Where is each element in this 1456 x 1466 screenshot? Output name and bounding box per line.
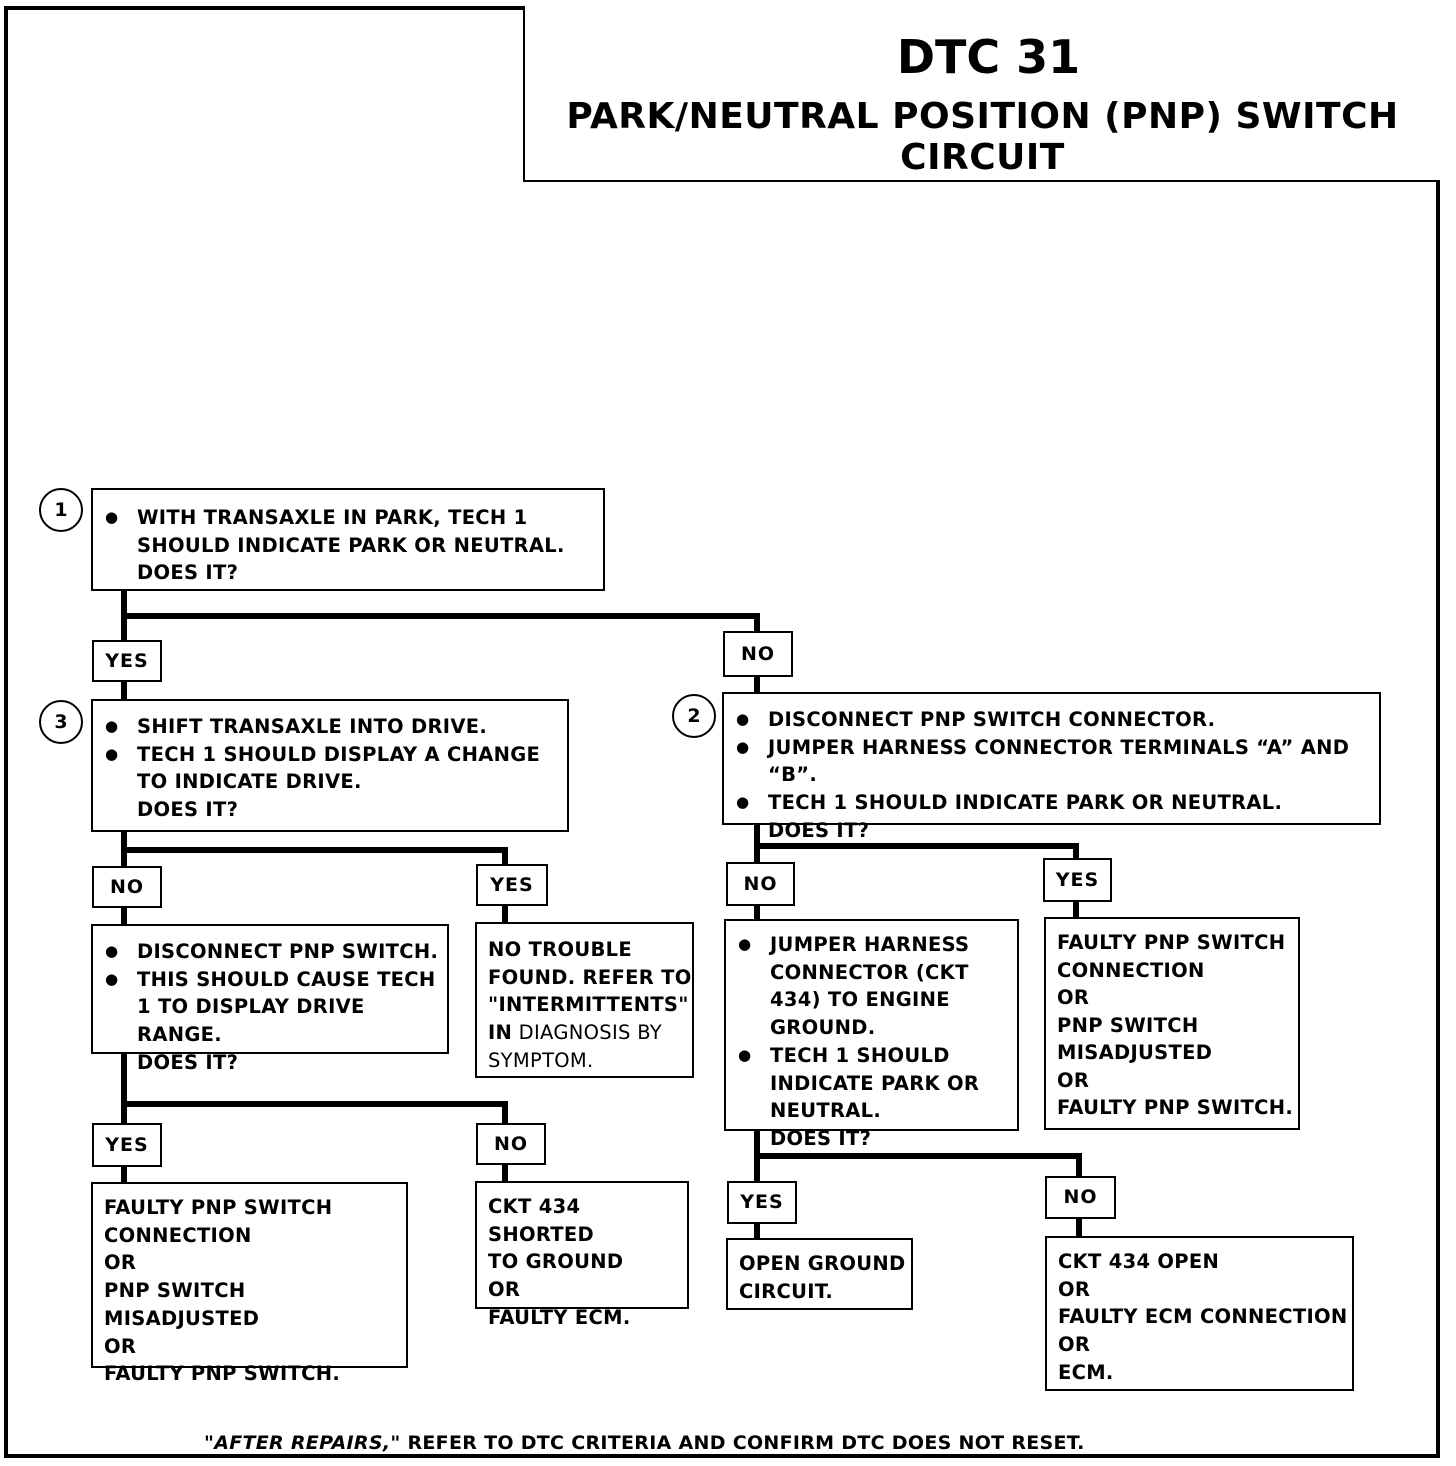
step-3-no-bullet-2: THIS SHOULD CAUSE TECH 1 TO DISPLAY DRIV… bbox=[93, 966, 447, 1049]
title-box: DTC 31 PARK/NEUTRAL POSITION (PNP) SWITC… bbox=[523, 6, 1440, 182]
step-3-box: SHIFT TRANSAXLE INTO DRIVE. TECH 1 SHOUL… bbox=[91, 699, 569, 832]
no-trouble-line-3: "INTERMITTENTS" bbox=[488, 993, 689, 1017]
step-2-no-question: DOES IT? bbox=[770, 1126, 872, 1150]
step-2-box: DISCONNECT PNP SWITCH CONNECTOR. JUMPER … bbox=[722, 692, 1381, 842]
label-step3-no: NO bbox=[92, 866, 162, 908]
label-step1-no: NO bbox=[723, 631, 793, 677]
result-line: OR bbox=[1058, 1333, 1091, 1357]
result-no-trouble: NO TROUBLE FOUND. REFER TO "INTERMITTENT… bbox=[475, 922, 694, 1078]
connector-step3 bbox=[121, 827, 508, 871]
result-line: OR bbox=[1057, 986, 1090, 1009]
step-3-bullet-1: SHIFT TRANSAXLE INTO DRIVE. bbox=[93, 713, 567, 741]
result-line: OR bbox=[104, 1334, 137, 1358]
step-1-box: WITH TRANSAXLE IN PARK, TECH 1 SHOULD IN… bbox=[91, 488, 605, 591]
step-1-bullet: WITH TRANSAXLE IN PARK, TECH 1 SHOULD IN… bbox=[93, 504, 603, 559]
step-2-no-box: JUMPER HARNESS CONNECTOR (CKT 434) TO EN… bbox=[724, 919, 1019, 1150]
result-faulty-switch-right: FAULTY PNP SWITCH CONNECTION OR PNP SWIT… bbox=[1044, 917, 1300, 1130]
step-3-bullet-2: TECH 1 SHOULD DISPLAY A CHANGE TO INDICA… bbox=[93, 741, 567, 796]
step-3-no-bullet-1: DISCONNECT PNP SWITCH. bbox=[93, 938, 447, 966]
step-2-question: DOES IT? bbox=[768, 818, 870, 842]
result-open-ground: OPEN GROUND CIRCUIT. bbox=[726, 1238, 913, 1310]
after-repairs-rest: REFER TO DTC CRITERIA AND CONFIRM DTC DO… bbox=[400, 1432, 1085, 1454]
no-trouble-line-1: NO TROUBLE bbox=[488, 938, 633, 961]
label-step1-yes: YES bbox=[92, 640, 162, 682]
connector-step2 bbox=[754, 821, 1079, 867]
result-ckt-shorted: CKT 434 SHORTED TO GROUND OR FAULTY ECM. bbox=[475, 1181, 689, 1329]
result-faulty-switch-left: FAULTY PNP SWITCH CONNECTION OR PNP SWIT… bbox=[91, 1182, 408, 1385]
result-line: PNP SWITCH MISADJUSTED bbox=[104, 1279, 260, 1330]
step-2-bullet-3: TECH 1 SHOULD INDICATE PARK OR NEUTRAL. bbox=[724, 789, 1379, 817]
no-trouble-line-4: IN DIAGNOSIS BY bbox=[488, 1019, 692, 1047]
step-3-no-question: DOES IT? bbox=[137, 1050, 239, 1074]
label-step3no-yes: YES bbox=[92, 1123, 162, 1167]
step-2-no-bullet-1: JUMPER HARNESS CONNECTOR (CKT 434) TO EN… bbox=[726, 931, 1017, 1042]
after-repairs-note: "AFTER REPAIRS," REFER TO DTC CRITERIA A… bbox=[204, 1432, 1085, 1454]
no-trouble-in: IN bbox=[488, 1021, 513, 1045]
no-trouble-line-2: FOUND. REFER TO bbox=[488, 965, 692, 989]
result-line: FAULTY PNP SWITCH. bbox=[1057, 1096, 1294, 1119]
result-line: ECM. bbox=[1058, 1360, 1114, 1384]
result-line: OR bbox=[488, 1278, 521, 1302]
after-repairs-em: "AFTER REPAIRS," bbox=[204, 1432, 401, 1454]
result-line: FAULTY ECM. bbox=[488, 1305, 631, 1329]
result-line: PNP SWITCH bbox=[1057, 1013, 1199, 1037]
step-1-number: 1 bbox=[39, 488, 83, 532]
result-line: CKT 434 OPEN bbox=[1058, 1250, 1220, 1273]
step-3-question: DOES IT? bbox=[137, 798, 239, 822]
no-trouble-diagnosis: DIAGNOSIS BY bbox=[512, 1021, 663, 1045]
connector-step3no bbox=[121, 1049, 508, 1127]
connector-step1 bbox=[121, 587, 760, 644]
step-3-number: 3 bbox=[39, 700, 83, 744]
step-2-no-bullet-2: TECH 1 SHOULD INDICATE PARK OR NEUTRAL. bbox=[726, 1042, 1017, 1125]
label-step3no-no: NO bbox=[476, 1123, 546, 1165]
step-1-question: DOES IT? bbox=[137, 561, 239, 585]
label-step3-yes: YES bbox=[476, 864, 548, 906]
step-2-bullet-2: JUMPER HARNESS CONNECTOR TERMINALS “A” A… bbox=[724, 734, 1379, 789]
result-ckt-open: CKT 434 OPEN OR FAULTY ECM CONNECTION OR… bbox=[1045, 1236, 1354, 1391]
label-step2no-yes: YES bbox=[727, 1181, 797, 1224]
result-line: TO GROUND bbox=[488, 1250, 624, 1274]
step-2-bullet-1: DISCONNECT PNP SWITCH CONNECTOR. bbox=[724, 706, 1379, 734]
result-line: MISADJUSTED bbox=[1057, 1041, 1213, 1064]
step-2-number: 2 bbox=[672, 694, 716, 738]
result-line: OR bbox=[104, 1251, 137, 1275]
result-line: FAULTY PNP SWITCH bbox=[1057, 931, 1286, 954]
label-step2-yes: YES bbox=[1043, 858, 1112, 902]
result-line: OR bbox=[1058, 1277, 1091, 1301]
page-title: PARK/NEUTRAL POSITION (PNP) SWITCH CIRCU… bbox=[566, 96, 1399, 178]
no-trouble-line-5: SYMPTOM. bbox=[488, 1048, 594, 1072]
result-line: FAULTY ECM CONNECTION bbox=[1058, 1305, 1348, 1329]
step-3-no-box: DISCONNECT PNP SWITCH. THIS SHOULD CAUSE… bbox=[91, 924, 449, 1074]
result-line: CIRCUIT. bbox=[739, 1279, 834, 1303]
result-line: CKT 434 SHORTED bbox=[488, 1195, 594, 1246]
result-line: OPEN GROUND bbox=[739, 1252, 906, 1275]
result-line: FAULTY PNP SWITCH bbox=[104, 1196, 333, 1219]
label-step2-no: NO bbox=[726, 862, 795, 906]
result-line: OR bbox=[1057, 1068, 1090, 1092]
dtc-code: DTC 31 bbox=[896, 30, 1081, 84]
result-line: CONNECTION bbox=[104, 1223, 252, 1247]
result-line: CONNECTION bbox=[1057, 958, 1205, 982]
label-step2no-no: NO bbox=[1045, 1176, 1116, 1219]
connector-step2no bbox=[754, 1126, 1082, 1186]
result-line: FAULTY PNP SWITCH. bbox=[104, 1362, 341, 1386]
